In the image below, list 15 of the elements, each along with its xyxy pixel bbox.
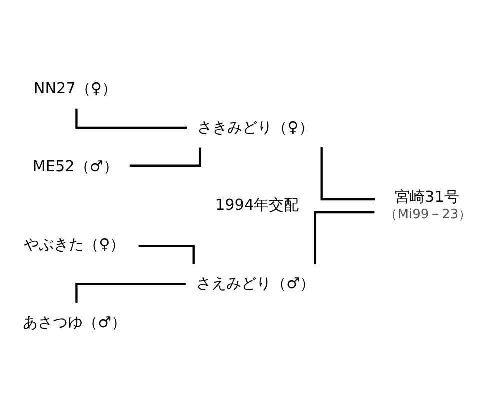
- node-text: NN27（♀）: [34, 79, 117, 98]
- node-text: やぶきた（♀）: [24, 236, 126, 254]
- connector: [314, 211, 375, 265]
- node-text: さえみどり（♂）: [196, 274, 316, 293]
- node-text: さきみどり（♀）: [198, 118, 314, 136]
- connector: [76, 283, 186, 304]
- node-label: （Mi99－23）: [384, 208, 472, 223]
- connector: [320, 147, 375, 201]
- node-text: ME52（♂）: [32, 158, 118, 176]
- node-text: 宮崎31号: [395, 188, 460, 206]
- connector: [130, 148, 202, 167]
- label: 1994年交配: [215, 196, 300, 214]
- node-text: あさつゆ（♂）: [23, 314, 127, 332]
- connector: [138, 245, 195, 264]
- connector: [76, 108, 187, 129]
